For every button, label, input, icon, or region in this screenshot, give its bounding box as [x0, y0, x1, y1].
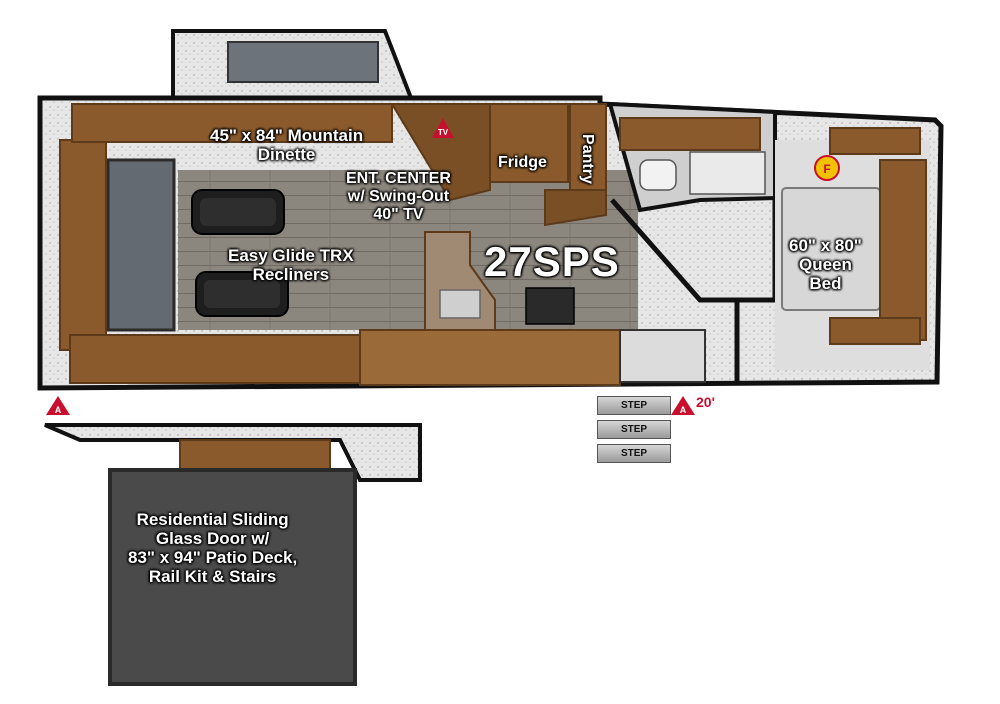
- entry-step-3: STEP: [597, 444, 671, 463]
- pantry-cabinet: [569, 103, 607, 193]
- patio-rail: [44, 423, 422, 482]
- svg-text:TV: TV: [438, 128, 449, 137]
- fireplace-badge: F: [814, 155, 840, 181]
- fridge-label: Fridge: [498, 154, 547, 171]
- kitchen-sink: [439, 289, 481, 319]
- dinette-counter: [71, 103, 393, 143]
- svg-text:A: A: [55, 405, 62, 415]
- nightstand-top: [829, 127, 921, 155]
- fridge-cabinet: [489, 103, 569, 183]
- anchor-marker-left: A: [46, 396, 70, 415]
- entry-floor: [619, 329, 706, 383]
- recliner-top: [191, 189, 285, 235]
- pantry-counter: [544, 189, 607, 227]
- toilet: [639, 159, 677, 191]
- svg-text:A: A: [680, 405, 687, 415]
- dinette-window: [227, 41, 379, 83]
- tv-marker: TV: [432, 118, 454, 138]
- entry-step-2: STEP: [597, 420, 671, 439]
- kitchen-counter: [359, 329, 621, 386]
- rear-cabinet-left: [59, 139, 107, 351]
- lower-cabinets: [69, 334, 361, 384]
- stove: [525, 287, 575, 325]
- anchor-marker-right: A: [671, 396, 695, 415]
- svg-text:F: F: [823, 162, 830, 176]
- wardrobe: [879, 159, 927, 341]
- nightstand-bottom: [829, 317, 921, 345]
- model-name: 27SPS: [484, 238, 620, 285]
- entertainment-center: [390, 103, 491, 202]
- entry-step-1: STEP: [597, 396, 671, 415]
- sliding-door: [179, 439, 331, 471]
- rear-window: [106, 158, 176, 332]
- recliner-bottom: [195, 271, 289, 317]
- bathroom-vanity: [619, 117, 761, 151]
- length-marker-label: 20': [696, 394, 715, 410]
- shower: [689, 151, 766, 195]
- pantry-label: Pantry: [578, 134, 596, 184]
- patio-deck: [108, 468, 357, 686]
